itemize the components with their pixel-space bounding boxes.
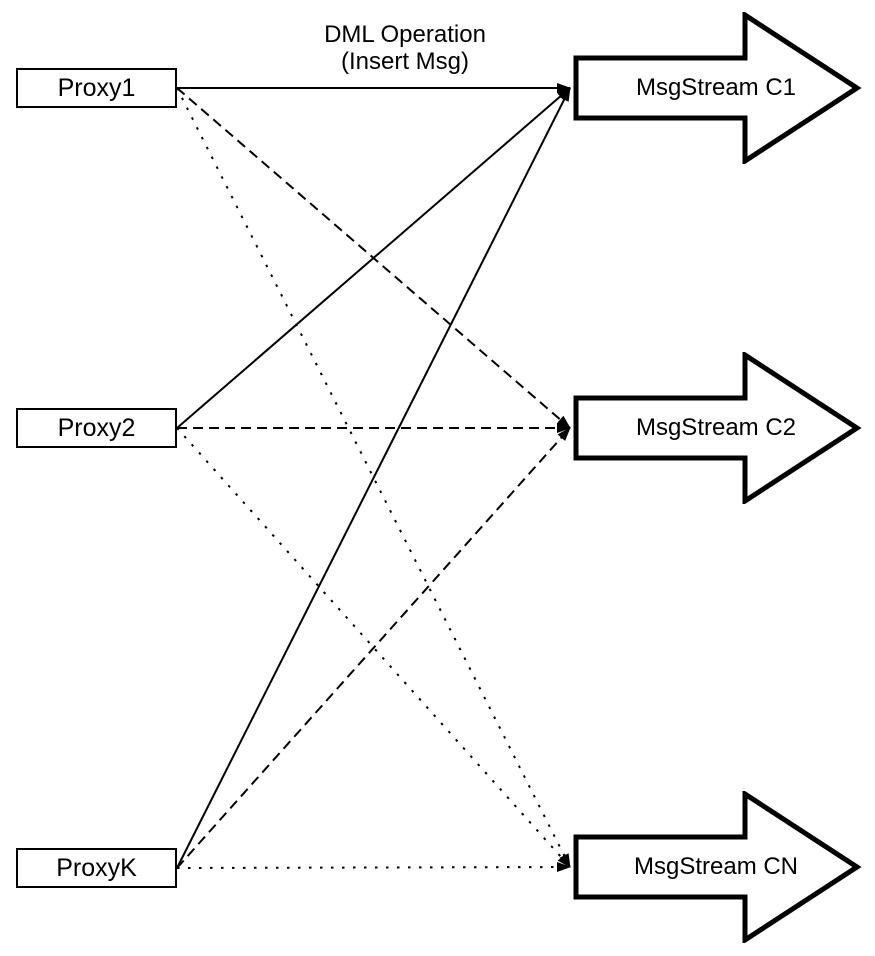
proxy-node-1-label: Proxy1: [57, 73, 136, 102]
proxy-node-2: Proxy2: [16, 408, 177, 448]
block-arrow-shape-c1: [573, 12, 862, 164]
connector-proxy1-msgstream-cn: [176, 87, 571, 868]
msgstream-node-c2-label: MsgStream C2: [635, 414, 797, 441]
connector-proxyk-msgstream-cn: [176, 862, 571, 873]
msgstream-node-cn-label: MsgStream CN: [633, 853, 799, 880]
block-arrow-shape-cn: [573, 791, 862, 943]
msgstream-node-c1: MsgStream C1: [570, 12, 862, 164]
block-arrow-shape-c2: [573, 352, 862, 504]
proxy-node-2-label: Proxy2: [57, 413, 136, 442]
connector-proxyk-msgstream-c1: [176, 87, 571, 869]
msgstream-node-c2: MsgStream C2: [570, 352, 862, 504]
diagram-title-line2: (Insert Msg): [340, 48, 469, 75]
proxy-node-k-label: ProxyK: [56, 853, 137, 882]
proxy-node-k: ProxyK: [16, 848, 177, 888]
diagram-title-line1: DML Operation: [324, 21, 486, 48]
diagram-title: DML Operation (Insert Msg): [295, 21, 515, 75]
connector-proxy1-msgstream-c2: [176, 87, 571, 429]
connector-proxyk-msgstream-c2: [176, 427, 571, 869]
msgstream-node-c1-label: MsgStream C1: [635, 74, 797, 101]
msgstream-node-cn: MsgStream CN: [570, 791, 862, 943]
proxy-node-1: Proxy1: [16, 68, 177, 108]
